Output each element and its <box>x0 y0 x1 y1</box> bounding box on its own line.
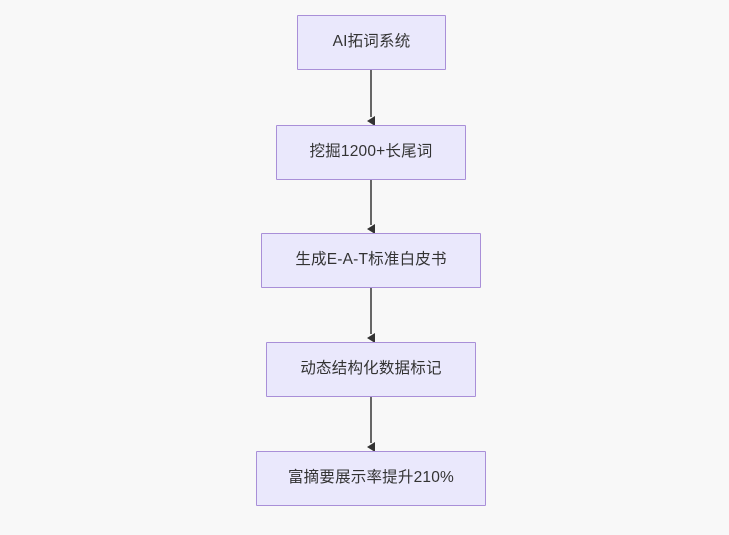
flow-node-label: 动态结构化数据标记 <box>300 360 442 378</box>
flow-node-rich-snippet-rate-increase[interactable]: 富摘要展示率提升210% <box>256 451 486 506</box>
flow-node-label: 挖掘1200+长尾词 <box>309 143 433 161</box>
flow-node-dynamic-structured-data-markup[interactable]: 动态结构化数据标记 <box>266 342 476 397</box>
flow-node-mine-longtail-keywords[interactable]: 挖掘1200+长尾词 <box>276 125 466 180</box>
flow-node-label: AI拓词系统 <box>332 33 411 51</box>
flow-node-ai-keyword-system[interactable]: AI拓词系统 <box>297 15 446 70</box>
flow-node-label: 富摘要展示率提升210% <box>287 469 455 487</box>
flow-node-generate-eat-whitepaper[interactable]: 生成E-A-T标准白皮书 <box>261 233 481 288</box>
flow-node-label: 生成E-A-T标准白皮书 <box>295 251 447 269</box>
